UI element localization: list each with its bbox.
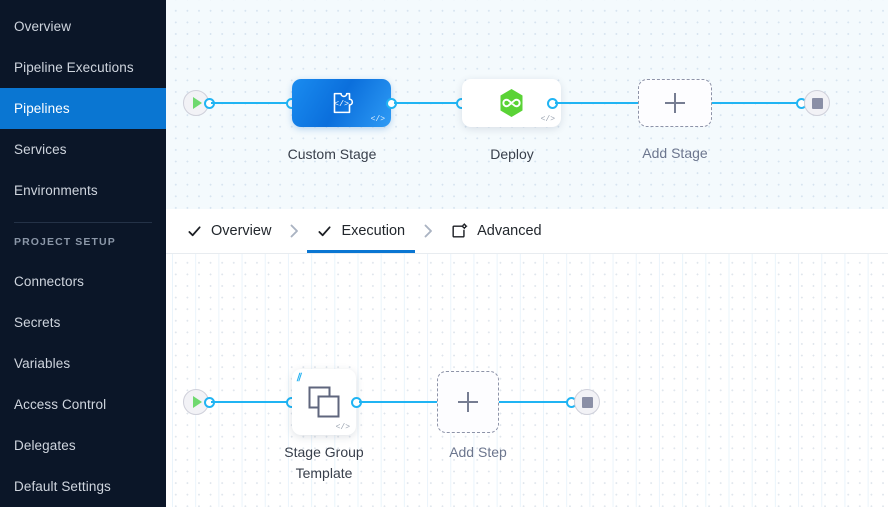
sidebar-item-default-settings[interactable]: Default Settings	[0, 466, 166, 507]
check-icon	[318, 225, 331, 236]
stage-node-custom-stage[interactable]: </> </>	[292, 79, 391, 127]
sidebar-item-label: Access Control	[14, 397, 107, 412]
stop-square-icon	[581, 396, 593, 408]
stage-config-tabbar: Overview Execution	[166, 209, 888, 254]
sidebar-item-label: Overview	[14, 19, 72, 34]
tab-advanced[interactable]: Advanced	[441, 209, 552, 253]
yaml-marker: </>	[335, 423, 350, 432]
sidebar-item-label: Environments	[14, 183, 98, 198]
sidebar-item-variables[interactable]: Variables	[0, 343, 166, 384]
stage-label-deploy: Deploy	[490, 146, 534, 162]
sidebar-item-label: Pipeline Executions	[14, 60, 134, 75]
sidebar-item-access-control[interactable]: Access Control	[0, 384, 166, 425]
sidebar-item-delegates[interactable]: Delegates	[0, 425, 166, 466]
tab-label: Execution	[341, 223, 406, 239]
step-end-node[interactable]	[574, 389, 600, 415]
add-step-node[interactable]	[437, 371, 499, 433]
custom-stage-box[interactable]: </> </>	[292, 79, 391, 127]
sidebar-item-label: Delegates	[14, 438, 76, 453]
sidebar-item-overview[interactable]: Overview	[0, 6, 166, 47]
link-deploy-to-add-stage	[555, 102, 639, 104]
link-start-to-custom-stage	[211, 102, 295, 104]
end-circle	[574, 389, 600, 415]
chevron-right-icon	[290, 224, 298, 238]
tab-label: Overview	[211, 223, 272, 239]
link-stage-group-template-to-add-step	[359, 401, 438, 403]
add-step-label: Add Step	[449, 444, 507, 460]
sidebar-item-label: Default Settings	[14, 479, 111, 494]
link-add-stage-to-end	[712, 102, 804, 104]
deploy-stage-box[interactable]: </>	[462, 79, 561, 127]
start-circle	[183, 90, 209, 116]
sidebar-item-services[interactable]: Services	[0, 129, 166, 170]
step-label-stage-group-template: Stage Group Template	[234, 442, 414, 484]
play-triangle-icon	[192, 396, 202, 408]
stage-node-deploy[interactable]: </>	[462, 79, 561, 127]
add-stage-label: Add Stage	[642, 145, 708, 161]
end-circle	[804, 90, 830, 116]
sidebar-item-label: Connectors	[14, 274, 85, 289]
sidebar: Overview Pipeline Executions Pipelines S…	[0, 0, 166, 507]
add-stage-node[interactable]	[638, 79, 712, 127]
custom-stage-code-icon: </>	[333, 92, 353, 114]
link-add-step-to-end	[499, 401, 574, 403]
stage-group-template-box[interactable]: ⫽ </>	[292, 369, 356, 435]
step-canvas[interactable]: ⫽ </> Stage Group Template Add Step	[166, 254, 888, 507]
sidebar-item-environments[interactable]: Environments	[0, 170, 166, 211]
add-step-button[interactable]	[437, 371, 499, 433]
harness-cd-hexagon-icon	[500, 89, 523, 117]
sidebar-section-title: PROJECT SETUP	[14, 236, 116, 248]
sidebar-item-label: Services	[14, 142, 67, 157]
main-content: </> </> Custom Stage </>	[166, 0, 888, 507]
tab-separator-1	[281, 223, 307, 239]
stop-square-icon	[811, 97, 823, 109]
pipeline-end-node[interactable]	[804, 90, 830, 116]
chevron-right-icon	[424, 224, 432, 238]
svg-text:</>: </>	[333, 99, 348, 109]
stage-label-custom-stage: Custom Stage	[287, 146, 377, 162]
stage-canvas[interactable]: </> </> Custom Stage </>	[166, 0, 888, 209]
step-label-line-1: Stage Group	[284, 444, 364, 460]
sidebar-item-secrets[interactable]: Secrets	[0, 302, 166, 343]
stacked-squares-template-icon	[308, 386, 340, 418]
plus-icon	[458, 392, 478, 412]
tab-execution[interactable]: Execution	[307, 209, 415, 253]
sidebar-item-connectors[interactable]: Connectors	[0, 261, 166, 302]
tab-separator-2	[415, 223, 441, 239]
sidebar-item-label: Secrets	[14, 315, 61, 330]
advanced-box-gear-icon	[452, 222, 468, 237]
pipeline-start-node[interactable]	[183, 90, 209, 116]
sidebar-item-pipeline-executions[interactable]: Pipeline Executions	[0, 47, 166, 88]
plus-icon	[665, 93, 685, 113]
link-custom-stage-to-deploy	[394, 102, 463, 104]
sidebar-item-pipelines[interactable]: Pipelines	[0, 88, 166, 129]
sidebar-divider	[14, 222, 152, 223]
link-start-to-stage-group-template	[211, 401, 295, 403]
play-triangle-icon	[192, 97, 202, 109]
yaml-marker: </>	[370, 115, 385, 124]
template-library-icon: ⫽	[297, 372, 302, 384]
add-stage-button[interactable]	[638, 79, 712, 127]
step-node-stage-group-template[interactable]: ⫽ </>	[292, 369, 356, 435]
sidebar-item-label: Variables	[14, 356, 71, 371]
step-label-line-2: Template	[295, 465, 353, 481]
tab-overview[interactable]: Overview	[177, 209, 281, 253]
yaml-marker: </>	[540, 115, 555, 124]
sidebar-item-label: Pipelines	[14, 101, 70, 116]
tab-label: Advanced	[477, 223, 542, 239]
check-icon	[188, 225, 201, 236]
